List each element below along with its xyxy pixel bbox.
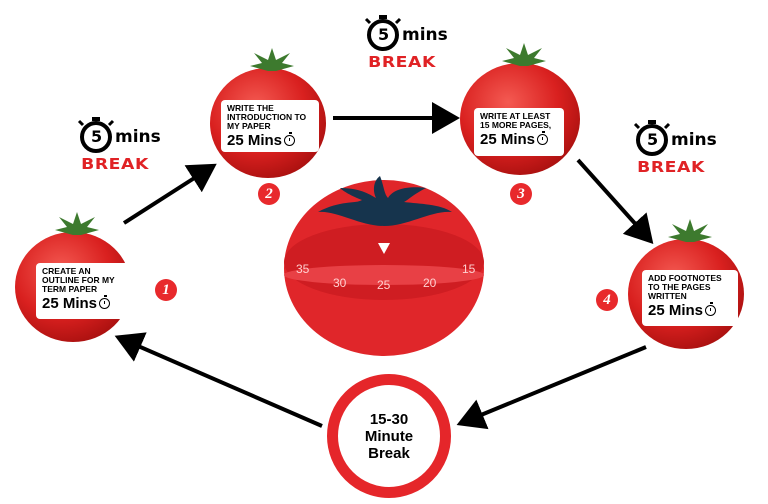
step-1-card: CREATE AN OUTLINE FOR MY TERM PAPER 25 M… [36, 263, 132, 319]
stopwatch-icon [537, 131, 549, 145]
stopwatch-icon [364, 15, 402, 51]
step-3-text: WRITE AT LEAST 15 MORE PAGES, [480, 111, 552, 130]
break-2-label: BREAK [368, 53, 436, 71]
stopwatch-icon [705, 302, 717, 316]
step-1-text: CREATE AN OUTLINE FOR MY TERM PAPER [42, 266, 115, 294]
step-2-card: WRITE THE INTRODUCTION TO MY PAPER 25 Mi… [221, 100, 319, 152]
break-1-label: BREAK [81, 155, 149, 173]
dial-number: 35 [296, 262, 310, 276]
break-label-2: 5 mins BREAK [347, 15, 457, 71]
tomato-kitchen-timer [284, 176, 484, 356]
break-3-label: BREAK [637, 158, 705, 176]
break-2-amount: 5 [378, 25, 390, 44]
break-2-unit: mins [402, 25, 448, 45]
dial-number: 30 [333, 276, 347, 290]
arrow-1-to-2 [122, 163, 217, 225]
break-label-1: 5 mins BREAK [60, 117, 170, 173]
stopwatch-icon [284, 132, 296, 146]
step-1-number: 1 [155, 279, 177, 301]
step-3-number: 3 [510, 183, 532, 205]
step-3-duration: 25 Mins [480, 131, 536, 148]
arrow-3-to-4 [576, 158, 654, 244]
break-3-unit: mins [671, 130, 717, 150]
break-label-3: 5 mins BREAK [616, 120, 726, 176]
arrow-break-to-1 [114, 332, 323, 428]
break-1-amount: 5 [91, 127, 103, 146]
long-break-label: 15-30 Minute Break [364, 410, 414, 462]
stopwatch-icon [633, 120, 671, 156]
step-2-number: 2 [258, 183, 280, 205]
dial-number: 20 [423, 276, 437, 290]
stopwatch-icon [99, 295, 111, 309]
step-4-text: ADD FOOTNOTES TO THE PAGES WRITTEN [648, 273, 722, 301]
dial-number: 15 [462, 262, 476, 276]
step-1-duration: 25 Mins [42, 295, 98, 312]
step-4-number: 4 [596, 289, 618, 311]
stopwatch-icon [77, 117, 115, 153]
step-4-card: ADD FOOTNOTES TO THE PAGES WRITTEN 25 Mi… [642, 270, 738, 326]
step-4-duration: 25 Mins [648, 302, 704, 319]
break-1-unit: mins [115, 127, 161, 147]
break-3-amount: 5 [647, 130, 659, 149]
step-2-text: WRITE THE INTRODUCTION TO MY PAPER [227, 103, 307, 131]
arrow-4-to-break [456, 345, 647, 430]
dial-number: 25 [377, 278, 391, 292]
step-2-duration: 25 Mins [227, 132, 283, 149]
long-break-circle: 15-30 Minute Break [327, 374, 451, 498]
step-3-card: WRITE AT LEAST 15 MORE PAGES, 25 Mins [474, 108, 564, 156]
